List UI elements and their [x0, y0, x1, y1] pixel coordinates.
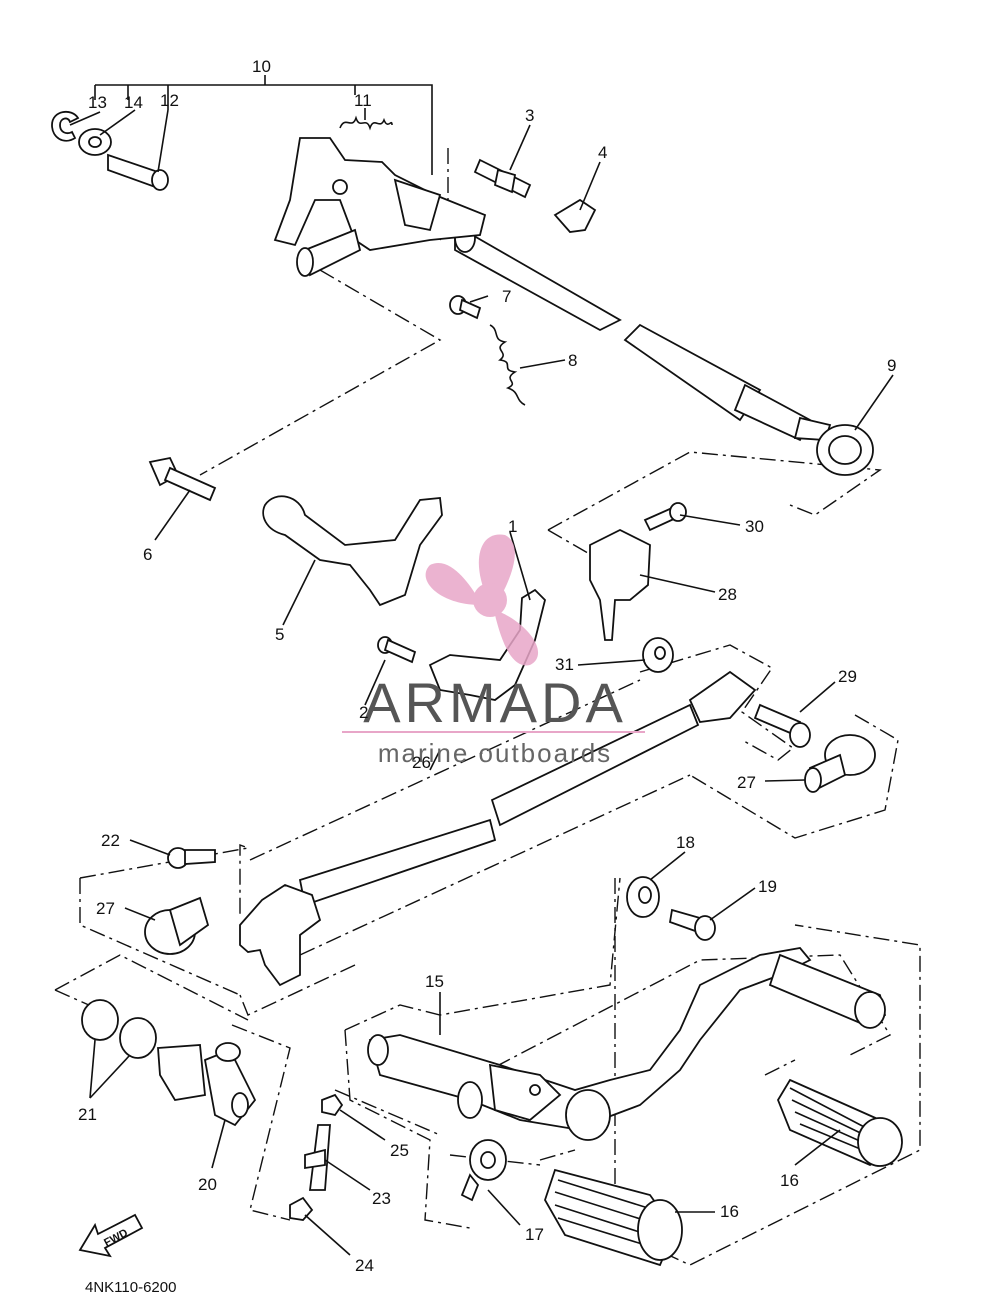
- callout-9: 9: [887, 356, 896, 375]
- callout-23: 23: [372, 1189, 391, 1208]
- shift-shaft-assembly: [273, 137, 832, 442]
- callout-31: 31: [555, 655, 574, 674]
- callout-18: 18: [676, 833, 695, 852]
- callout-21: 21: [78, 1105, 97, 1124]
- callout-30: 30: [745, 517, 764, 536]
- callout-4: 4: [598, 143, 607, 162]
- armada-watermark: ARMADA marine outboards: [342, 534, 645, 768]
- callout-20: 20: [198, 1175, 217, 1194]
- clip-4: [553, 198, 597, 233]
- assembly-outlines: [54, 148, 921, 1266]
- callout-24: 24: [355, 1256, 374, 1275]
- joint-27-top: [804, 734, 876, 793]
- washers-21: [81, 999, 157, 1059]
- circlip-13: [51, 110, 80, 142]
- callout-19: 19: [758, 877, 777, 896]
- spring-8: [489, 324, 526, 406]
- bolt-30: [643, 502, 687, 532]
- joint-27-bottom: [144, 896, 210, 955]
- callout-10: 10: [252, 57, 271, 76]
- washer-18: [626, 876, 660, 918]
- callout-labels: 1 2 3 4 5 6 7 8 9 10 11 12 13 14 15 16 1…: [78, 57, 896, 1275]
- bolt-3: [473, 158, 532, 199]
- callout-17: 17: [525, 1225, 544, 1244]
- collar-12: [107, 153, 169, 191]
- propeller-logo-icon: [425, 534, 539, 666]
- fwd-arrow-icon: FWD: [78, 1213, 144, 1258]
- callout-25: 25: [390, 1141, 409, 1160]
- nut-25: [321, 1093, 344, 1117]
- diagram-code: 4NK110-6200: [85, 1279, 176, 1295]
- callout-12: 12: [160, 91, 179, 110]
- callout-28: 28: [718, 585, 737, 604]
- leader-lines: [69, 108, 894, 1256]
- stud-23: [304, 1124, 331, 1191]
- callout-27-bottom: 27: [96, 899, 115, 918]
- callout-3: 3: [525, 106, 534, 125]
- nut-24: [289, 1196, 314, 1221]
- callout-16-right: 16: [780, 1171, 799, 1190]
- callout-13: 13: [88, 93, 107, 112]
- lever-5: [262, 495, 443, 607]
- callout-29: 29: [838, 667, 857, 686]
- bolt-6: [148, 456, 217, 502]
- callout-26: 26: [412, 753, 431, 772]
- joint-17: [460, 1139, 507, 1202]
- callout-6: 6: [143, 545, 152, 564]
- oil-seal-9: [816, 424, 874, 476]
- callout-7: 7: [502, 287, 511, 306]
- washer-14: [78, 128, 112, 156]
- callout-14: 14: [124, 93, 143, 112]
- lower-link: [239, 883, 322, 987]
- callout-22: 22: [101, 831, 120, 850]
- shaft-end-20: [157, 1042, 257, 1127]
- pedal-rubber-16a: [776, 1078, 903, 1167]
- screw-2: [377, 636, 417, 664]
- washer-31: [642, 637, 674, 673]
- callout-15: 15: [425, 972, 444, 991]
- shift-rod-26: [298, 670, 757, 907]
- bolt-7: [449, 295, 482, 320]
- bolt-22: [167, 847, 216, 869]
- watermark-subtitle: marine outboards: [378, 738, 612, 768]
- callout-8: 8: [568, 351, 577, 370]
- callout-5: 5: [275, 625, 284, 644]
- callout-11: 11: [354, 91, 372, 110]
- shift-pedal-15: [367, 947, 887, 1141]
- arm-1: [428, 588, 546, 701]
- bolt-19: [668, 908, 716, 941]
- callout-2: 2: [359, 703, 368, 722]
- watermark-title: ARMADA: [363, 671, 627, 734]
- pedal-rubber-16b: [544, 1168, 683, 1267]
- callout-16-left: 16: [720, 1202, 739, 1221]
- bolt-29: [753, 703, 811, 748]
- bracket-10: [94, 75, 433, 175]
- callout-1: 1: [508, 517, 517, 536]
- lever-28: [589, 528, 651, 641]
- callout-27-top: 27: [737, 773, 756, 792]
- spring-11: [339, 115, 393, 131]
